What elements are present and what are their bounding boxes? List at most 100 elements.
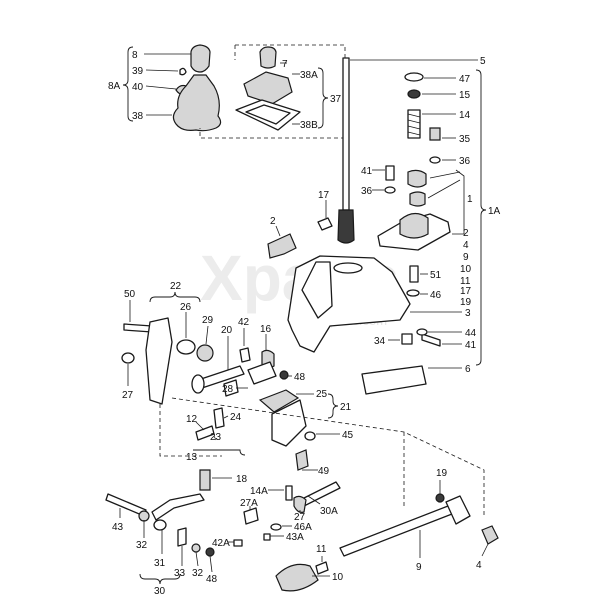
washer-36 <box>429 156 441 164</box>
callout-32b: 32 <box>192 568 204 579</box>
callout-34: 34 <box>374 336 386 347</box>
callout-38: 38 <box>132 111 144 122</box>
pin-bracket-group <box>267 200 333 259</box>
callout-36: 36 <box>459 156 471 167</box>
callout-45: 45 <box>342 430 354 441</box>
bracket-2 <box>267 233 297 259</box>
callout-13: 13 <box>186 452 198 463</box>
callout-7: 7 <box>282 59 288 70</box>
callout-27: 27 <box>122 390 134 401</box>
callout-23: 23 <box>210 432 222 443</box>
callout-10-list: 10 <box>460 264 472 275</box>
ball-socket-group <box>372 69 487 366</box>
pin-11 <box>315 561 329 575</box>
bolt-4 <box>481 525 499 545</box>
callout-17: 17 <box>318 190 330 201</box>
washer-46 <box>406 289 420 297</box>
ring-47 <box>404 72 424 82</box>
callout-25: 25 <box>316 389 328 400</box>
callout-2-list: 2 <box>463 228 469 239</box>
bolt-12 <box>195 425 215 441</box>
bolt-42a <box>233 539 243 547</box>
washer-46a <box>270 523 282 531</box>
alt-boot-group <box>235 46 329 131</box>
bolt-41 <box>385 165 395 181</box>
callout-41: 41 <box>361 166 373 177</box>
bolt-50 <box>123 323 153 333</box>
callout-29: 29 <box>202 315 214 326</box>
bush-29 <box>196 344 214 362</box>
screw-35 <box>429 127 441 141</box>
callout-8: 8 <box>132 50 138 61</box>
gear-knob <box>190 44 211 73</box>
bolt-42 <box>239 347 251 363</box>
callout-28: 28 <box>222 384 234 395</box>
callout-27b: 27 <box>294 512 306 523</box>
callout-43: 43 <box>112 522 124 533</box>
callout-47: 47 <box>459 74 471 85</box>
callout-14a: 14A <box>250 486 268 497</box>
callout-24: 24 <box>230 412 242 423</box>
callout-38a: 38A <box>300 70 318 81</box>
housing-top-opening <box>333 262 363 274</box>
callout-20: 20 <box>221 325 233 336</box>
gear-boot <box>172 74 222 132</box>
callout-26: 26 <box>180 302 192 313</box>
callout-9: 9 <box>416 562 422 573</box>
callout-4-list: 4 <box>463 240 469 251</box>
bush-18 <box>199 469 211 491</box>
callout-14: 14 <box>459 110 471 121</box>
shift-rod-group <box>275 480 499 592</box>
shift-rod-9 <box>339 505 453 557</box>
callout-32a: 32 <box>136 540 148 551</box>
shaft-flange <box>191 374 205 394</box>
callout-19-list: 19 <box>460 297 472 308</box>
callout-10: 10 <box>332 572 344 583</box>
callout-3: 3 <box>465 308 471 319</box>
bush-15 <box>407 89 421 99</box>
ball-cup <box>407 169 427 188</box>
callout-27a: 27A <box>240 498 258 509</box>
gear-knob-group <box>122 44 222 132</box>
pin-17 <box>317 217 333 231</box>
callout-41b: 41 <box>465 340 477 351</box>
boot-frame-inner <box>245 104 291 125</box>
housing-group <box>287 255 462 395</box>
lever-plate <box>145 317 173 405</box>
callout-42a: 42A <box>212 538 230 549</box>
callout-6: 6 <box>465 364 471 375</box>
callout-4: 4 <box>476 560 482 571</box>
joint-27 <box>293 495 307 513</box>
callout-22: 22 <box>170 281 182 292</box>
callout-39: 39 <box>132 66 144 77</box>
callout-19: 19 <box>436 468 448 479</box>
callout-49: 49 <box>318 466 330 477</box>
damper-25 <box>258 389 300 413</box>
callout-43a: 43A <box>286 532 304 543</box>
bolt-41b <box>421 333 441 347</box>
washer-36b <box>384 186 396 194</box>
nut-43a <box>263 533 271 541</box>
nut-48b <box>205 547 215 557</box>
lower-linkage-group <box>105 469 341 585</box>
callout-15: 15 <box>459 90 471 101</box>
shift-lever-end <box>337 209 355 244</box>
callout-21: 21 <box>340 402 352 413</box>
bracket-21 <box>271 399 307 447</box>
callout-33: 33 <box>174 568 186 579</box>
spring-14 <box>407 109 421 139</box>
nut-34 <box>401 333 413 345</box>
callout-30: 30 <box>154 586 166 597</box>
bush-27 <box>121 352 135 364</box>
bush-31 <box>153 519 167 531</box>
bolt-14a <box>285 485 293 501</box>
callout-35: 35 <box>459 134 471 145</box>
shift-lever-group <box>337 57 478 244</box>
callout-5: 5 <box>480 56 486 67</box>
washer-32a <box>138 510 150 522</box>
callout-9-list: 9 <box>463 252 469 263</box>
washer-45 <box>304 431 316 441</box>
alt-gear-knob <box>259 46 277 69</box>
upper-bearing-group <box>404 72 456 164</box>
